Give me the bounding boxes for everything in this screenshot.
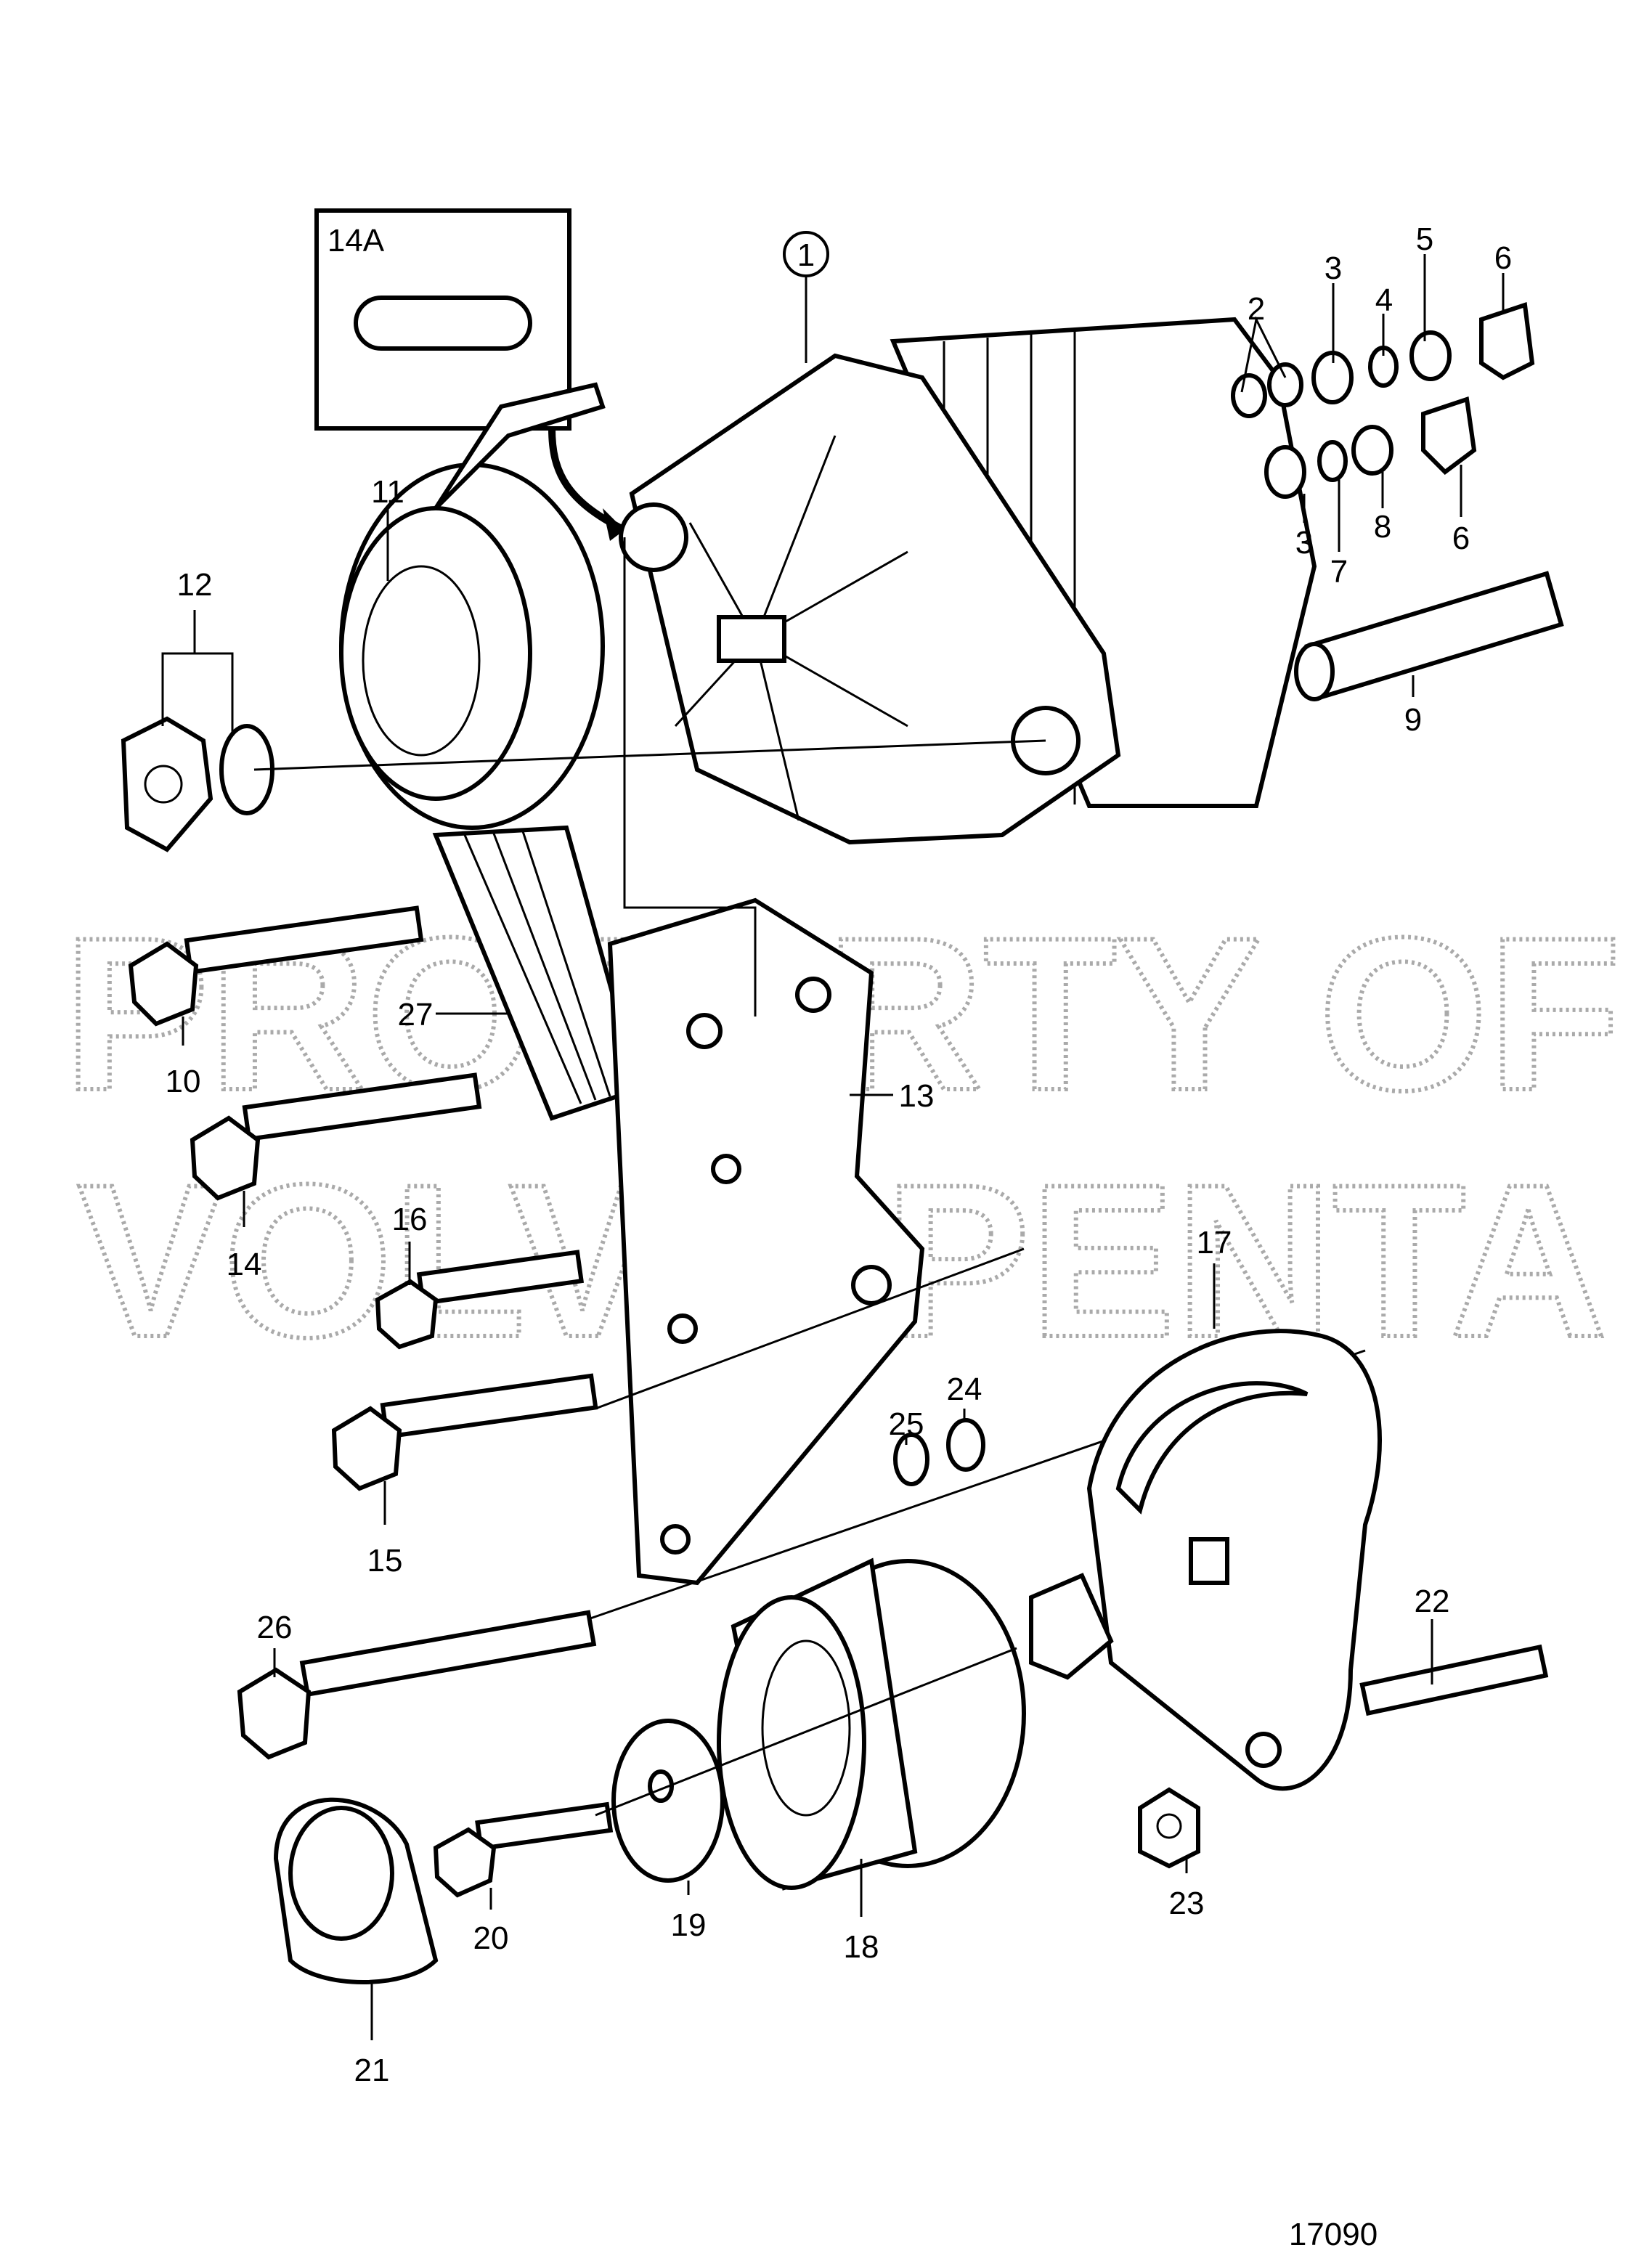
label-6: 6: [1452, 521, 1470, 556]
bolt-16: [375, 1242, 585, 1350]
label-4: 4: [1375, 282, 1393, 318]
label-12: 12: [177, 567, 213, 603]
part-labels: 14A 1 2 3 4 5 6 3 7 8 6 9 10 11 12 13 14…: [166, 221, 1513, 2252]
spacer-tube: [1294, 571, 1564, 701]
idler-pulley: [717, 1557, 1026, 1917]
bolt-14: [190, 1072, 482, 1227]
label-11: 11: [371, 474, 404, 510]
drawing-number: 17090: [1289, 2217, 1378, 2252]
bolt-20: [433, 1801, 614, 1910]
nut-and-washer: [121, 610, 1046, 852]
label-27: 27: [398, 997, 434, 1032]
label-3: 3: [1295, 525, 1313, 561]
label-9: 9: [1404, 702, 1422, 738]
label-21: 21: [354, 2053, 390, 2088]
label-18: 18: [844, 1929, 879, 1965]
bolts: [128, 905, 1549, 1910]
label-2: 2: [1248, 291, 1265, 327]
bracket: [607, 537, 925, 1586]
label-5: 5: [1416, 221, 1433, 257]
label-25: 25: [889, 1406, 924, 1442]
label-17: 17: [1197, 1225, 1232, 1260]
label-24: 24: [947, 1372, 982, 1407]
label-22: 22: [1415, 1584, 1450, 1619]
bolt-15: [331, 1373, 598, 1525]
label-14a: 14A: [327, 223, 385, 258]
label-8: 8: [1374, 509, 1391, 545]
terminal-hardware: [1231, 254, 1535, 552]
stud-22: [1359, 1619, 1549, 1716]
pin-icon: [354, 296, 532, 351]
tensioner-arm: [1029, 1263, 1382, 1791]
spacer-disc: [595, 1647, 1017, 1895]
pulley: [339, 382, 642, 1121]
label-20: 20: [473, 1920, 509, 1956]
label-10: 10: [166, 1064, 201, 1099]
label-6: 6: [1494, 240, 1512, 276]
label-19: 19: [671, 1907, 707, 1943]
cover-cap: [273, 1797, 439, 2040]
nut-23: [1138, 1787, 1200, 1873]
label-15: 15: [367, 1543, 403, 1578]
inset-14a: [314, 208, 627, 541]
label-14: 14: [227, 1247, 262, 1282]
bolt-26: [237, 1610, 597, 1760]
label-7: 7: [1330, 554, 1348, 590]
label-13: 13: [899, 1078, 935, 1114]
label-23: 23: [1169, 1886, 1205, 1921]
label-26: 26: [257, 1610, 293, 1645]
bolt-10: [128, 905, 424, 1046]
alternator: [619, 231, 1317, 845]
label-16: 16: [392, 1202, 428, 1237]
label-1: 1: [797, 237, 815, 273]
label-3: 3: [1325, 250, 1342, 286]
